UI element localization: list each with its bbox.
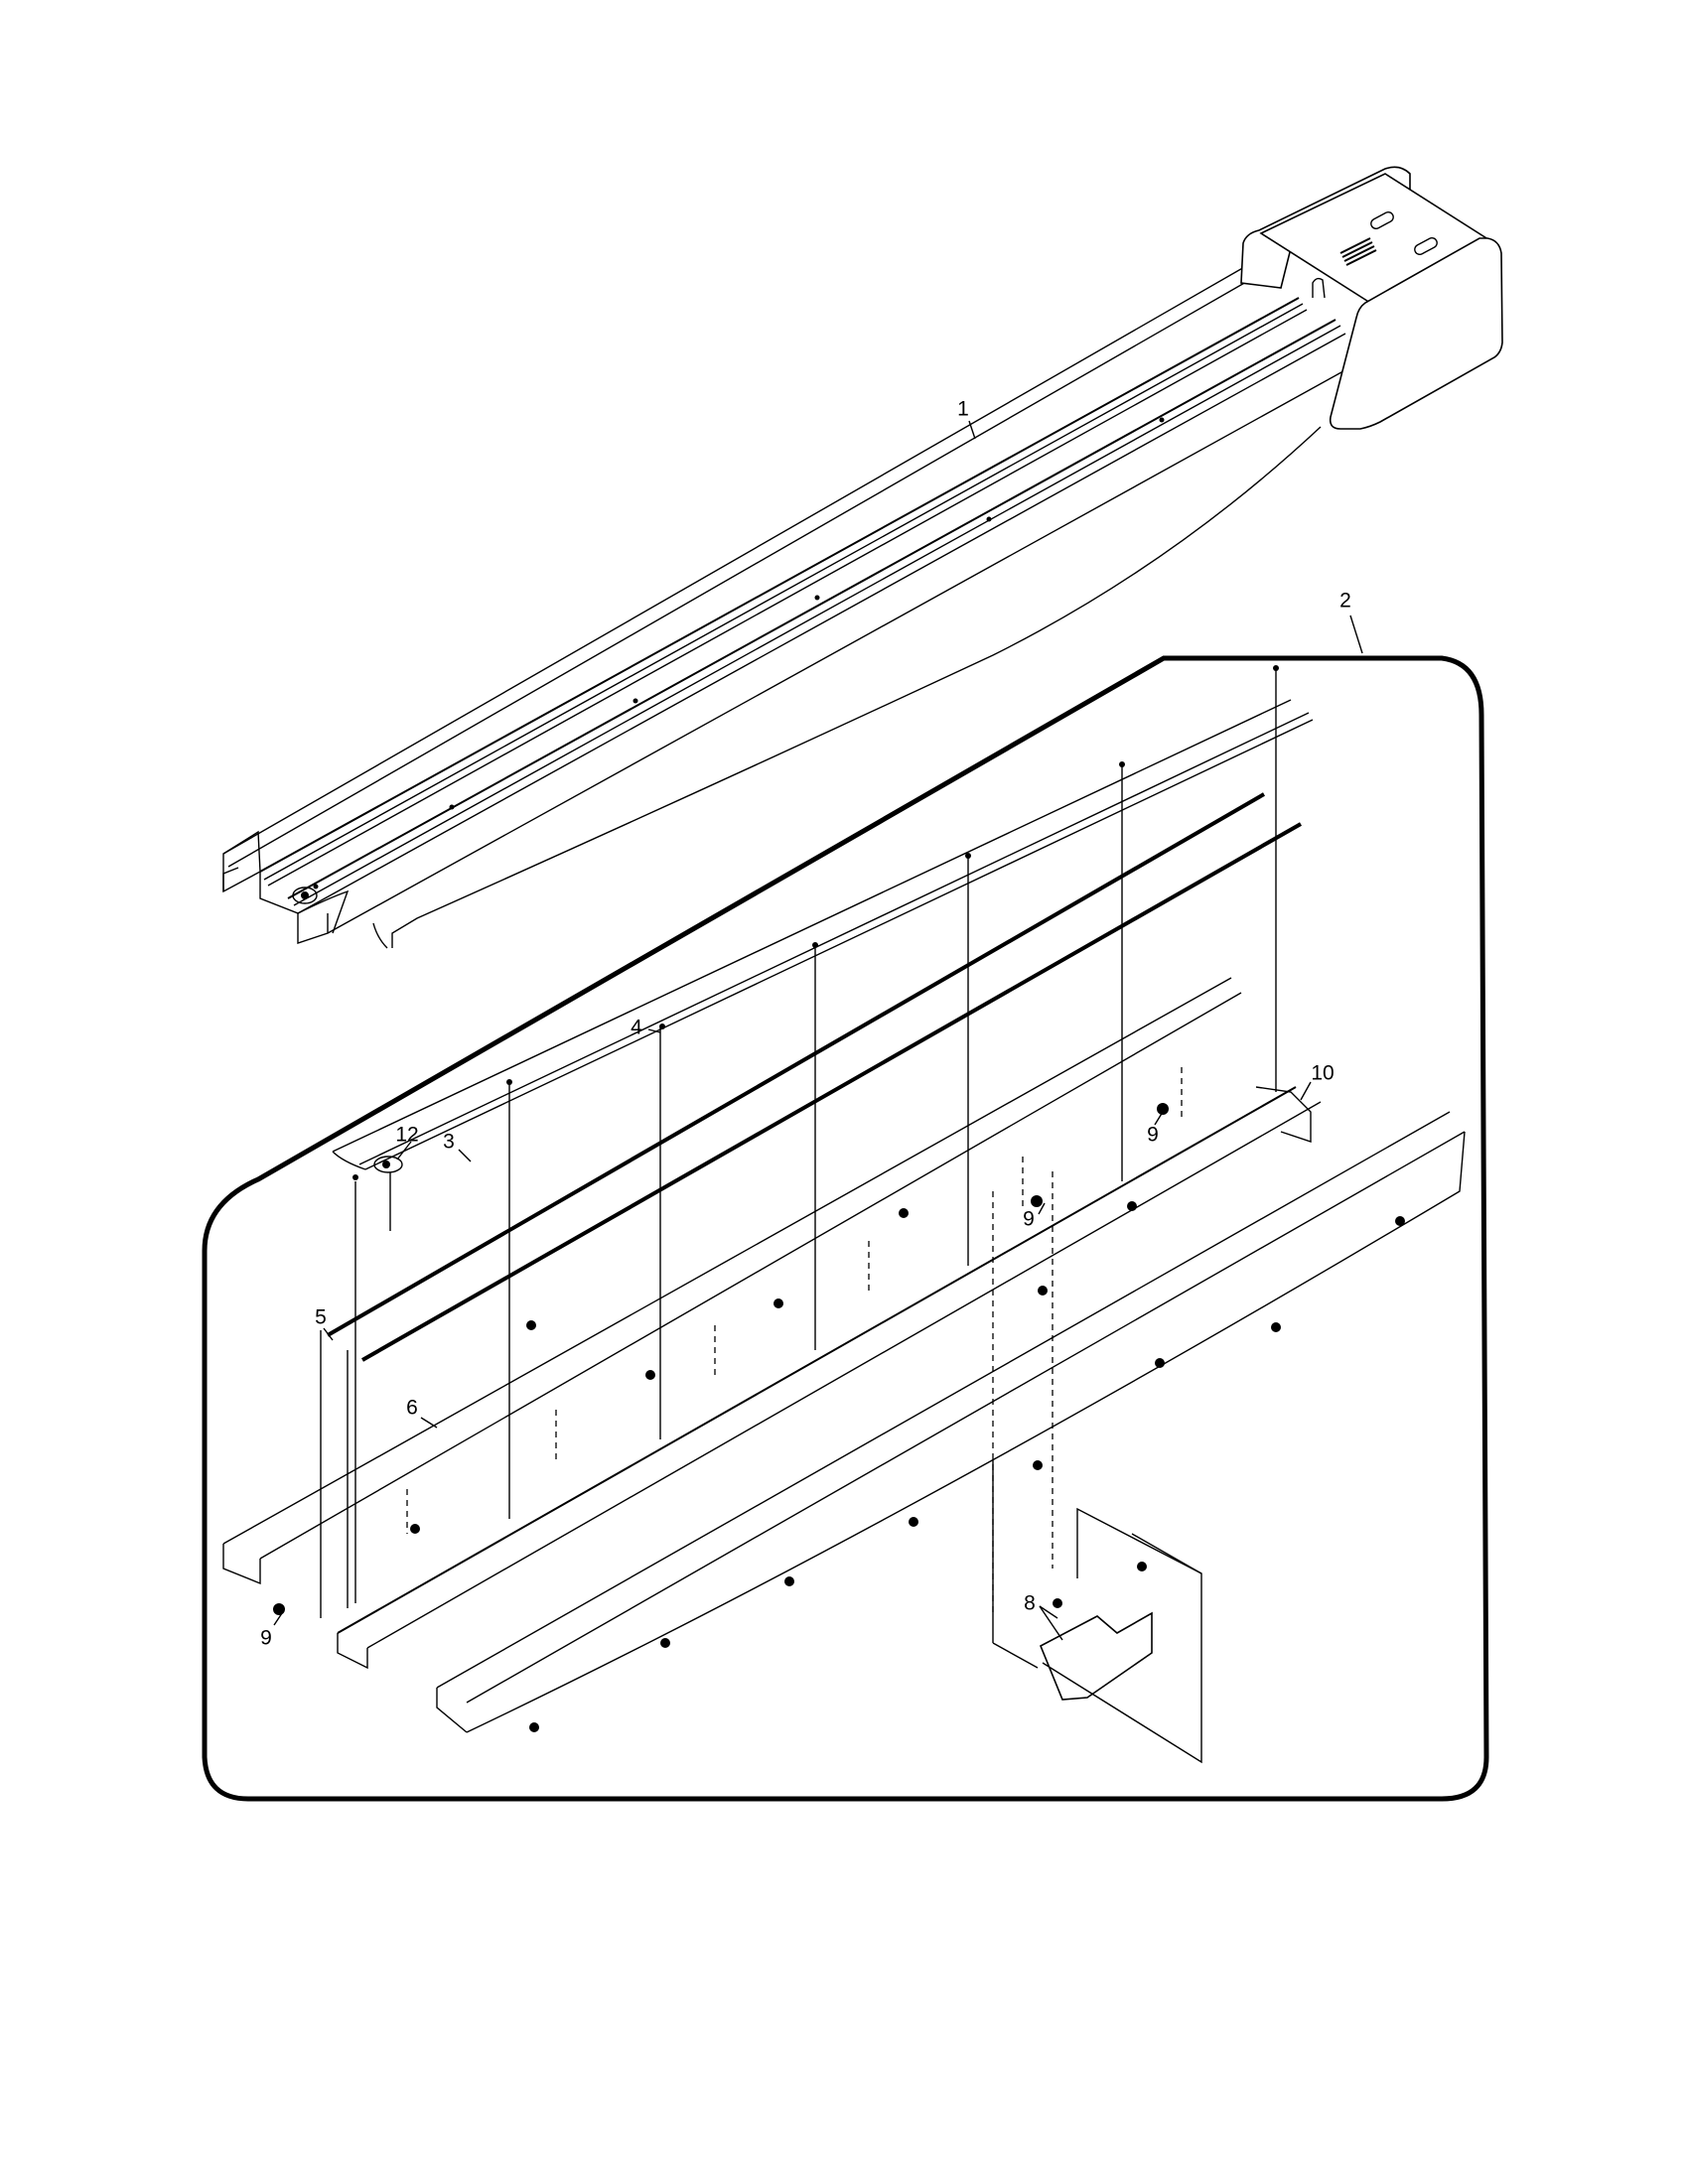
exploded-parts	[222, 665, 1466, 1764]
callout-12: 12	[395, 1123, 419, 1147]
callout-2: 2	[1339, 589, 1351, 613]
leader-1	[968, 420, 976, 440]
detail-frame-outline	[202, 655, 1489, 1802]
motor-vent-grille-icon	[1339, 237, 1377, 266]
callout-8: 8	[1024, 1591, 1036, 1615]
grommet-icon	[373, 1156, 403, 1173]
callout-9-right: 9	[1147, 1123, 1159, 1147]
callout-3: 3	[443, 1130, 455, 1154]
callout-5: 5	[315, 1305, 327, 1329]
callout-4: 4	[631, 1016, 642, 1039]
callout-9-left: 9	[260, 1626, 272, 1650]
leader-2	[1349, 614, 1363, 654]
callout-1: 1	[957, 397, 969, 421]
screw-head-icons	[352, 665, 1279, 1180]
callout-leaders	[273, 1028, 1312, 1641]
callout-9-center: 9	[1023, 1207, 1035, 1231]
treadmill-frame-assembly	[222, 166, 1503, 949]
callout-6: 6	[406, 1396, 418, 1420]
nut-icons	[273, 1103, 1405, 1732]
callout-10: 10	[1311, 1061, 1335, 1085]
